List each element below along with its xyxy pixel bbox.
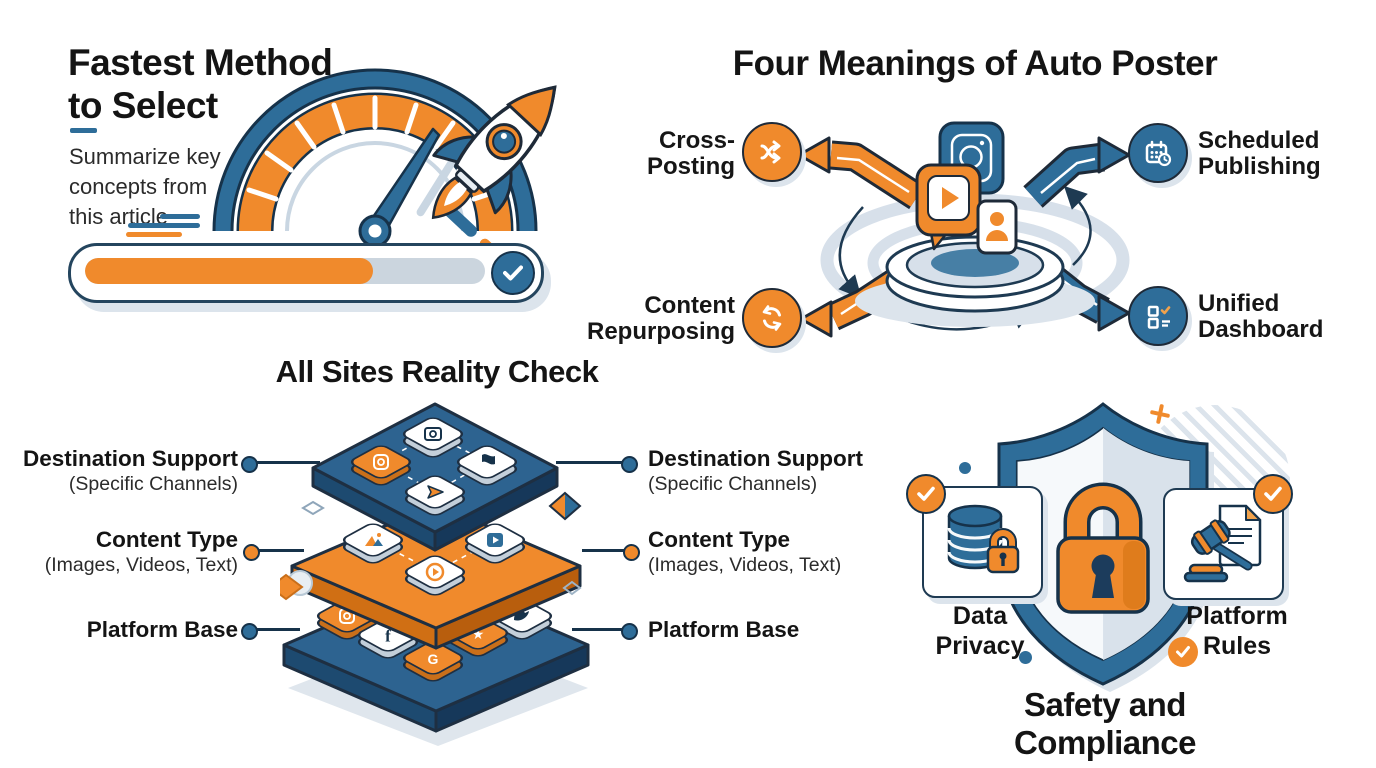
label-unified-dashboard: Unified Dashboard xyxy=(1198,290,1324,344)
svg-text:f: f xyxy=(385,627,391,646)
tile-g-icon: G xyxy=(402,641,464,682)
connector-line xyxy=(556,461,626,464)
database-lock-icon xyxy=(947,504,1019,574)
connector-line xyxy=(254,549,304,552)
connector-dot xyxy=(621,623,638,640)
connector-dot xyxy=(621,456,638,473)
layer-label-content-left: Content Type (Images, Videos, Text) xyxy=(44,527,238,576)
connector-dot xyxy=(241,456,258,473)
layer-destination-support xyxy=(311,402,559,552)
connector-line xyxy=(252,628,300,631)
auto-poster-hub-illustration xyxy=(797,121,1131,338)
cross-posting-arrow-icon xyxy=(797,136,925,210)
tile-camera-icon xyxy=(402,417,464,458)
label-scheduled-publishing: Scheduled Publishing xyxy=(1198,127,1321,181)
speed-line-icon xyxy=(128,223,200,228)
speed-line-icon xyxy=(160,214,200,219)
calendar-clock-icon xyxy=(1145,140,1172,167)
connector-line xyxy=(582,549,628,552)
check-badge-icon xyxy=(906,474,946,514)
connector-dot xyxy=(243,544,260,561)
gavel-icon xyxy=(1190,519,1231,555)
shield-padlock-icon xyxy=(997,402,1214,692)
progress-track xyxy=(85,258,485,284)
gauge-ticks xyxy=(246,95,504,202)
platform-stack-illustration: f ★ G xyxy=(280,402,590,746)
platform-disc-icon xyxy=(855,235,1095,327)
decor-diamonds xyxy=(280,491,582,601)
node-cross-posting xyxy=(742,122,802,182)
dashboard-checklist-icon xyxy=(1147,305,1171,329)
tile-flag-icon xyxy=(456,445,518,486)
layer-label-destination-right: Destination Support (Specific Channels) xyxy=(648,446,863,495)
progress-bar-fill xyxy=(85,258,373,284)
tile-play-circle-icon xyxy=(404,555,466,596)
progress-bar xyxy=(68,243,544,303)
check-circle-decor-icon xyxy=(1168,637,1198,667)
fastest-method-title: Fastest Method to Select xyxy=(68,42,333,126)
rocket-icon xyxy=(431,85,557,256)
photo-card-icon xyxy=(976,199,1018,255)
dot-decor xyxy=(1019,651,1032,664)
shuffle-arrows-icon xyxy=(760,140,781,164)
tile-image-icon xyxy=(342,523,404,564)
label-data-privacy: Data Privacy xyxy=(935,602,1025,660)
safety-title: Safety and Compliance xyxy=(1013,686,1197,761)
tile-instagram-orange-icon xyxy=(350,445,412,486)
reality-check-title: All Sites Reality Check xyxy=(275,354,599,389)
check-circle-icon xyxy=(491,251,535,295)
speed-line-icon xyxy=(126,232,182,237)
tile-video-icon xyxy=(464,523,526,564)
svg-text:G: G xyxy=(428,651,439,667)
padlock-icon xyxy=(1056,482,1150,614)
node-scheduled-publishing xyxy=(1128,123,1188,183)
node-content-repurposing xyxy=(742,288,802,348)
video-bubble-icon xyxy=(915,163,982,251)
plus-decor-icon xyxy=(1150,404,1170,424)
check-badge-icon xyxy=(1253,474,1293,514)
layer-label-content-right: Content Type (Images, Videos, Text) xyxy=(648,527,842,576)
connector-line xyxy=(252,461,320,464)
title-underline xyxy=(70,128,97,133)
auto-poster-title: Four Meanings of Auto Poster xyxy=(732,44,1218,83)
connector-dot xyxy=(623,544,640,561)
dot-decor xyxy=(959,462,971,474)
connector-dot xyxy=(241,623,258,640)
scheduled-arrow-icon xyxy=(1023,136,1131,208)
label-content-repurposing: Content Repurposing xyxy=(587,292,735,346)
gavel-document-icon xyxy=(1183,504,1261,583)
tile-send-icon xyxy=(404,475,466,516)
layer-label-platform-right: Platform Base xyxy=(648,617,800,642)
refresh-cycle-icon xyxy=(762,305,782,331)
label-cross-posting: Cross- Posting xyxy=(647,127,735,181)
card-data-privacy xyxy=(922,486,1043,598)
label-platform-rules: Platform Rules xyxy=(1186,602,1288,660)
node-unified-dashboard xyxy=(1128,286,1188,346)
connector-line xyxy=(572,628,626,631)
fastest-method-subtitle: Summarize key concepts from this article xyxy=(69,144,221,229)
layer-label-destination-left: Destination Support (Specific Channels) xyxy=(23,446,238,495)
layer-label-platform-left: Platform Base xyxy=(86,617,238,642)
